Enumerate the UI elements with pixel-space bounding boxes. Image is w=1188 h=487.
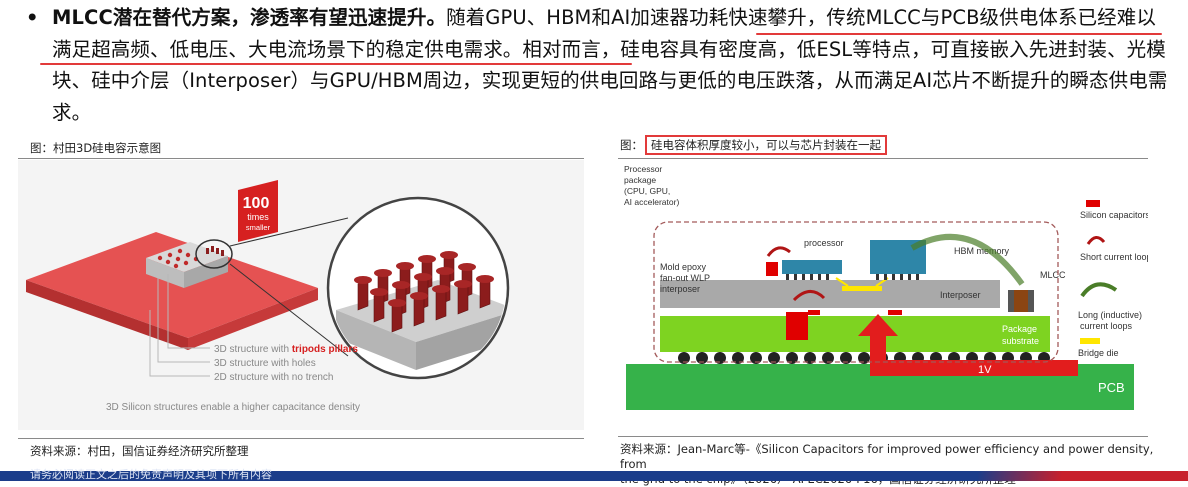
wafer-left <box>26 280 188 350</box>
bridge-die <box>842 286 882 291</box>
mold-label-2: fan-out WLP <box>660 273 710 283</box>
highlight-underline-2 <box>40 63 632 65</box>
bridge-link-1 <box>835 277 849 287</box>
magnified-base-side <box>416 310 506 370</box>
processor-package-label-3: (CPU, GPU, <box>624 186 670 196</box>
legend-bridge-die: Bridge die <box>1078 348 1119 358</box>
legend-silicon-cap-swatch <box>1086 200 1100 207</box>
mold-label-1: Mold epoxy <box>660 262 707 272</box>
paragraph-highlight-1: 传统MLCC与PCB级供电体系 <box>826 6 1078 29</box>
package-substrate-label-1: Package <box>1002 324 1037 334</box>
paragraph-highlight-2: 已经难以满足超高频、低电压、大电流场景下的稳定供电需求。 <box>52 6 1156 61</box>
voltage-label: 1V <box>978 364 992 376</box>
paragraph-text-a: 随着GPU、HBM和AI加速器功耗快速攀升， <box>446 6 827 29</box>
right-caption-boxed: 硅电容体积厚度较小，可以与芯片封装在一起 <box>645 135 887 155</box>
badge-line1: times <box>247 212 269 222</box>
processor-package-label-1: Processor <box>624 164 662 174</box>
right-source-line1: 资料来源：Jean-Marc等-《Silicon Capacitors for … <box>620 442 1154 471</box>
processor-package-label-4: AI accelerator) <box>624 197 679 207</box>
magnified-base-front <box>336 310 416 370</box>
processor-package-label-2: package <box>624 175 656 185</box>
left-source-rule <box>18 438 584 439</box>
times-smaller-badge <box>238 180 278 242</box>
legend-no-trench: 2D structure with no trench <box>214 372 334 383</box>
wafer-right <box>188 288 318 350</box>
zoom-source-circle <box>195 239 233 269</box>
left-figure-caption: 图：村田3D硅电容示意图 <box>30 141 162 155</box>
processor-label: processor <box>804 238 844 248</box>
zoom-line-bottom <box>229 263 349 357</box>
processor-die <box>782 260 842 274</box>
bullet-paragraph: • MLCC潜在替代方案，渗透率有望迅速提升。随着GPU、HBM和AI加速器功耗… <box>26 2 1168 128</box>
paragraph-text: MLCC潜在替代方案，渗透率有望迅速提升。随着GPU、HBM和AI加速器功耗快速… <box>52 2 1168 128</box>
interposer-layer <box>660 280 1000 308</box>
magnified-base <box>336 280 506 342</box>
left-figure-panel: 100 times smaller 3D structure with trip <box>18 160 584 430</box>
package-substrate <box>660 316 1050 352</box>
silicon-capacitor-3d-illustration: 100 times smaller 3D structure with trip <box>26 180 510 413</box>
mlcc-label: MLCC <box>1040 270 1066 280</box>
zoom-line-top <box>229 217 349 247</box>
tripod-pillars <box>357 251 491 333</box>
mlcc-cap-right <box>1028 290 1034 312</box>
cube-holes <box>157 248 199 269</box>
micro-bumps <box>786 274 919 280</box>
voltage-arrow <box>858 314 1078 376</box>
legend-long-loop-1: Long (inductive) <box>1078 310 1142 320</box>
right-caption-rule <box>618 158 1148 159</box>
package-substrate-label-2: substrate <box>1002 336 1039 346</box>
cube-left <box>146 258 184 288</box>
right-caption-prefix: 图： <box>620 138 643 152</box>
legend-holes: 3D structure with holes <box>214 358 316 369</box>
footer-bar: 请务必阅读正文之后的免责声明及其项下所有内容 <box>0 468 1188 481</box>
package-outline <box>653 221 1059 363</box>
legend-short-loop-icon <box>1086 236 1106 245</box>
short-loop-arrow-1 <box>766 246 791 257</box>
badge-line2: smaller <box>246 223 271 232</box>
legend-long-loop-2: current loops <box>1080 321 1133 331</box>
badge-number: 100 <box>243 195 270 212</box>
interposer-label: Interposer <box>940 290 981 300</box>
silicon-capacitors <box>766 262 902 340</box>
footer-disclaimer: 请务必阅读正文之后的免责声明及其项下所有内容 <box>30 468 272 481</box>
legend-silicon-caps: Silicon capacitors <box>1080 210 1148 220</box>
legend-leader-1 <box>167 274 210 349</box>
right-figure-panel: PCB Package substrate Interposer process… <box>618 160 1152 428</box>
left-figure-footnote: 3D Silicon structures enable a higher ca… <box>106 402 360 413</box>
right-figure-caption: 图：硅电容体积厚度较小，可以与芯片封装在一起 <box>620 135 887 155</box>
legend-tripods: 3D structure with tripods pillars <box>214 344 358 355</box>
legend-leader-2 <box>157 278 210 363</box>
pcb-label: PCB <box>1098 380 1125 395</box>
long-loop-arrow <box>910 233 1025 286</box>
legend-bridge-die-swatch <box>1080 338 1100 344</box>
mlcc-component <box>1008 290 1034 312</box>
tripod-pillar-tops <box>354 251 494 307</box>
short-loop-arrow-2 <box>792 290 826 302</box>
left-figure-source: 资料来源：村田，国信证券经济研究所整理 <box>30 444 249 458</box>
highlight-underline-1 <box>756 33 1162 35</box>
wafer-top <box>26 232 318 338</box>
right-source-rule <box>618 436 1148 437</box>
footer-red-accent <box>978 471 1188 481</box>
hbm-label: HBM memory <box>954 246 1010 256</box>
bullet-dot: • <box>26 6 39 29</box>
mold-label-3: interposer <box>660 284 700 294</box>
legend-leader-3 <box>149 310 210 377</box>
legend-long-loop-icon <box>1080 282 1118 298</box>
left-caption-rule <box>18 158 584 159</box>
mini-pillars <box>206 246 224 256</box>
mlcc-cap-left <box>1008 290 1014 312</box>
paragraph-text-b: 相对而言，硅电容具有密度高，低ESL等特点，可直接嵌入先进封装、光模块、硅中介层… <box>52 37 1168 124</box>
legend-short-loop: Short current loop <box>1080 252 1148 262</box>
cube-right <box>184 256 228 288</box>
package-cross-section-diagram: PCB Package substrate Interposer process… <box>624 164 1152 410</box>
paragraph-bold-lead: MLCC潜在替代方案，渗透率有望迅速提升。 <box>52 6 447 29</box>
